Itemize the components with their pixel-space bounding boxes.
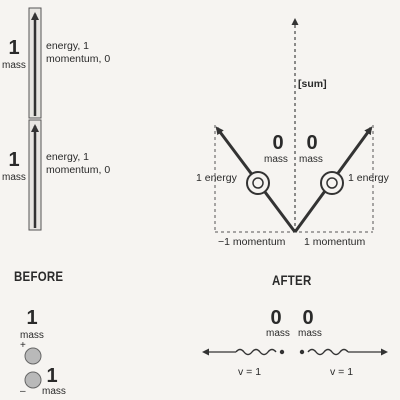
mass-unit-top: mass xyxy=(2,60,26,71)
wave-right-mass-value: 0 xyxy=(302,307,314,329)
electron-charge-label: – xyxy=(20,386,26,397)
photon-ring-left xyxy=(246,171,270,195)
photon-left-mass-unit: mass xyxy=(264,154,288,165)
energy-label-bottom: energy, 1 xyxy=(46,151,89,163)
before-heading: BEFORE xyxy=(14,268,64,284)
pair-mass-unit-top: mass xyxy=(20,330,44,341)
photon-ring-right xyxy=(320,171,344,195)
energy-label-top: energy, 1 xyxy=(46,40,89,52)
pair-mass-value-bottom: 1 xyxy=(46,365,58,387)
pair-mass-value-top: 1 xyxy=(26,307,38,329)
photon-left-mass-value: 0 xyxy=(272,132,284,154)
photon-left-energy: 1 energy xyxy=(196,172,237,184)
mass-unit-bottom: mass xyxy=(2,172,26,183)
positron-circle xyxy=(24,347,42,365)
photon-right-mass-unit: mass xyxy=(299,154,323,165)
momentum-label-bottom: momentum, 0 xyxy=(46,164,111,176)
wave-photon-left xyxy=(202,348,285,356)
photon-right-mass-value: 0 xyxy=(306,132,318,154)
wave-right-velocity: v = 1 xyxy=(330,366,354,378)
wave-left-mass-value: 0 xyxy=(270,307,282,329)
wave-photon-right xyxy=(299,348,388,356)
after-heading: AFTER xyxy=(272,272,312,288)
wave-left-velocity: v = 1 xyxy=(238,366,262,378)
mass-value-top: 1 xyxy=(8,37,20,59)
mass-value-bottom: 1 xyxy=(8,149,20,171)
photon-right-energy: 1 energy xyxy=(348,172,389,184)
positron-charge-label: + xyxy=(20,340,26,351)
sum-label: [sum] xyxy=(298,78,327,90)
electron-circle xyxy=(24,371,42,389)
wave-right-mass-unit: mass xyxy=(298,328,322,339)
photon-left-momentum: −1 momentum xyxy=(218,236,286,248)
momentum-label-top: momentum, 0 xyxy=(46,53,111,65)
pair-mass-unit-bottom: mass xyxy=(42,386,66,397)
wave-left-mass-unit: mass xyxy=(266,328,290,339)
photon-right-momentum: 1 momentum xyxy=(304,236,366,248)
